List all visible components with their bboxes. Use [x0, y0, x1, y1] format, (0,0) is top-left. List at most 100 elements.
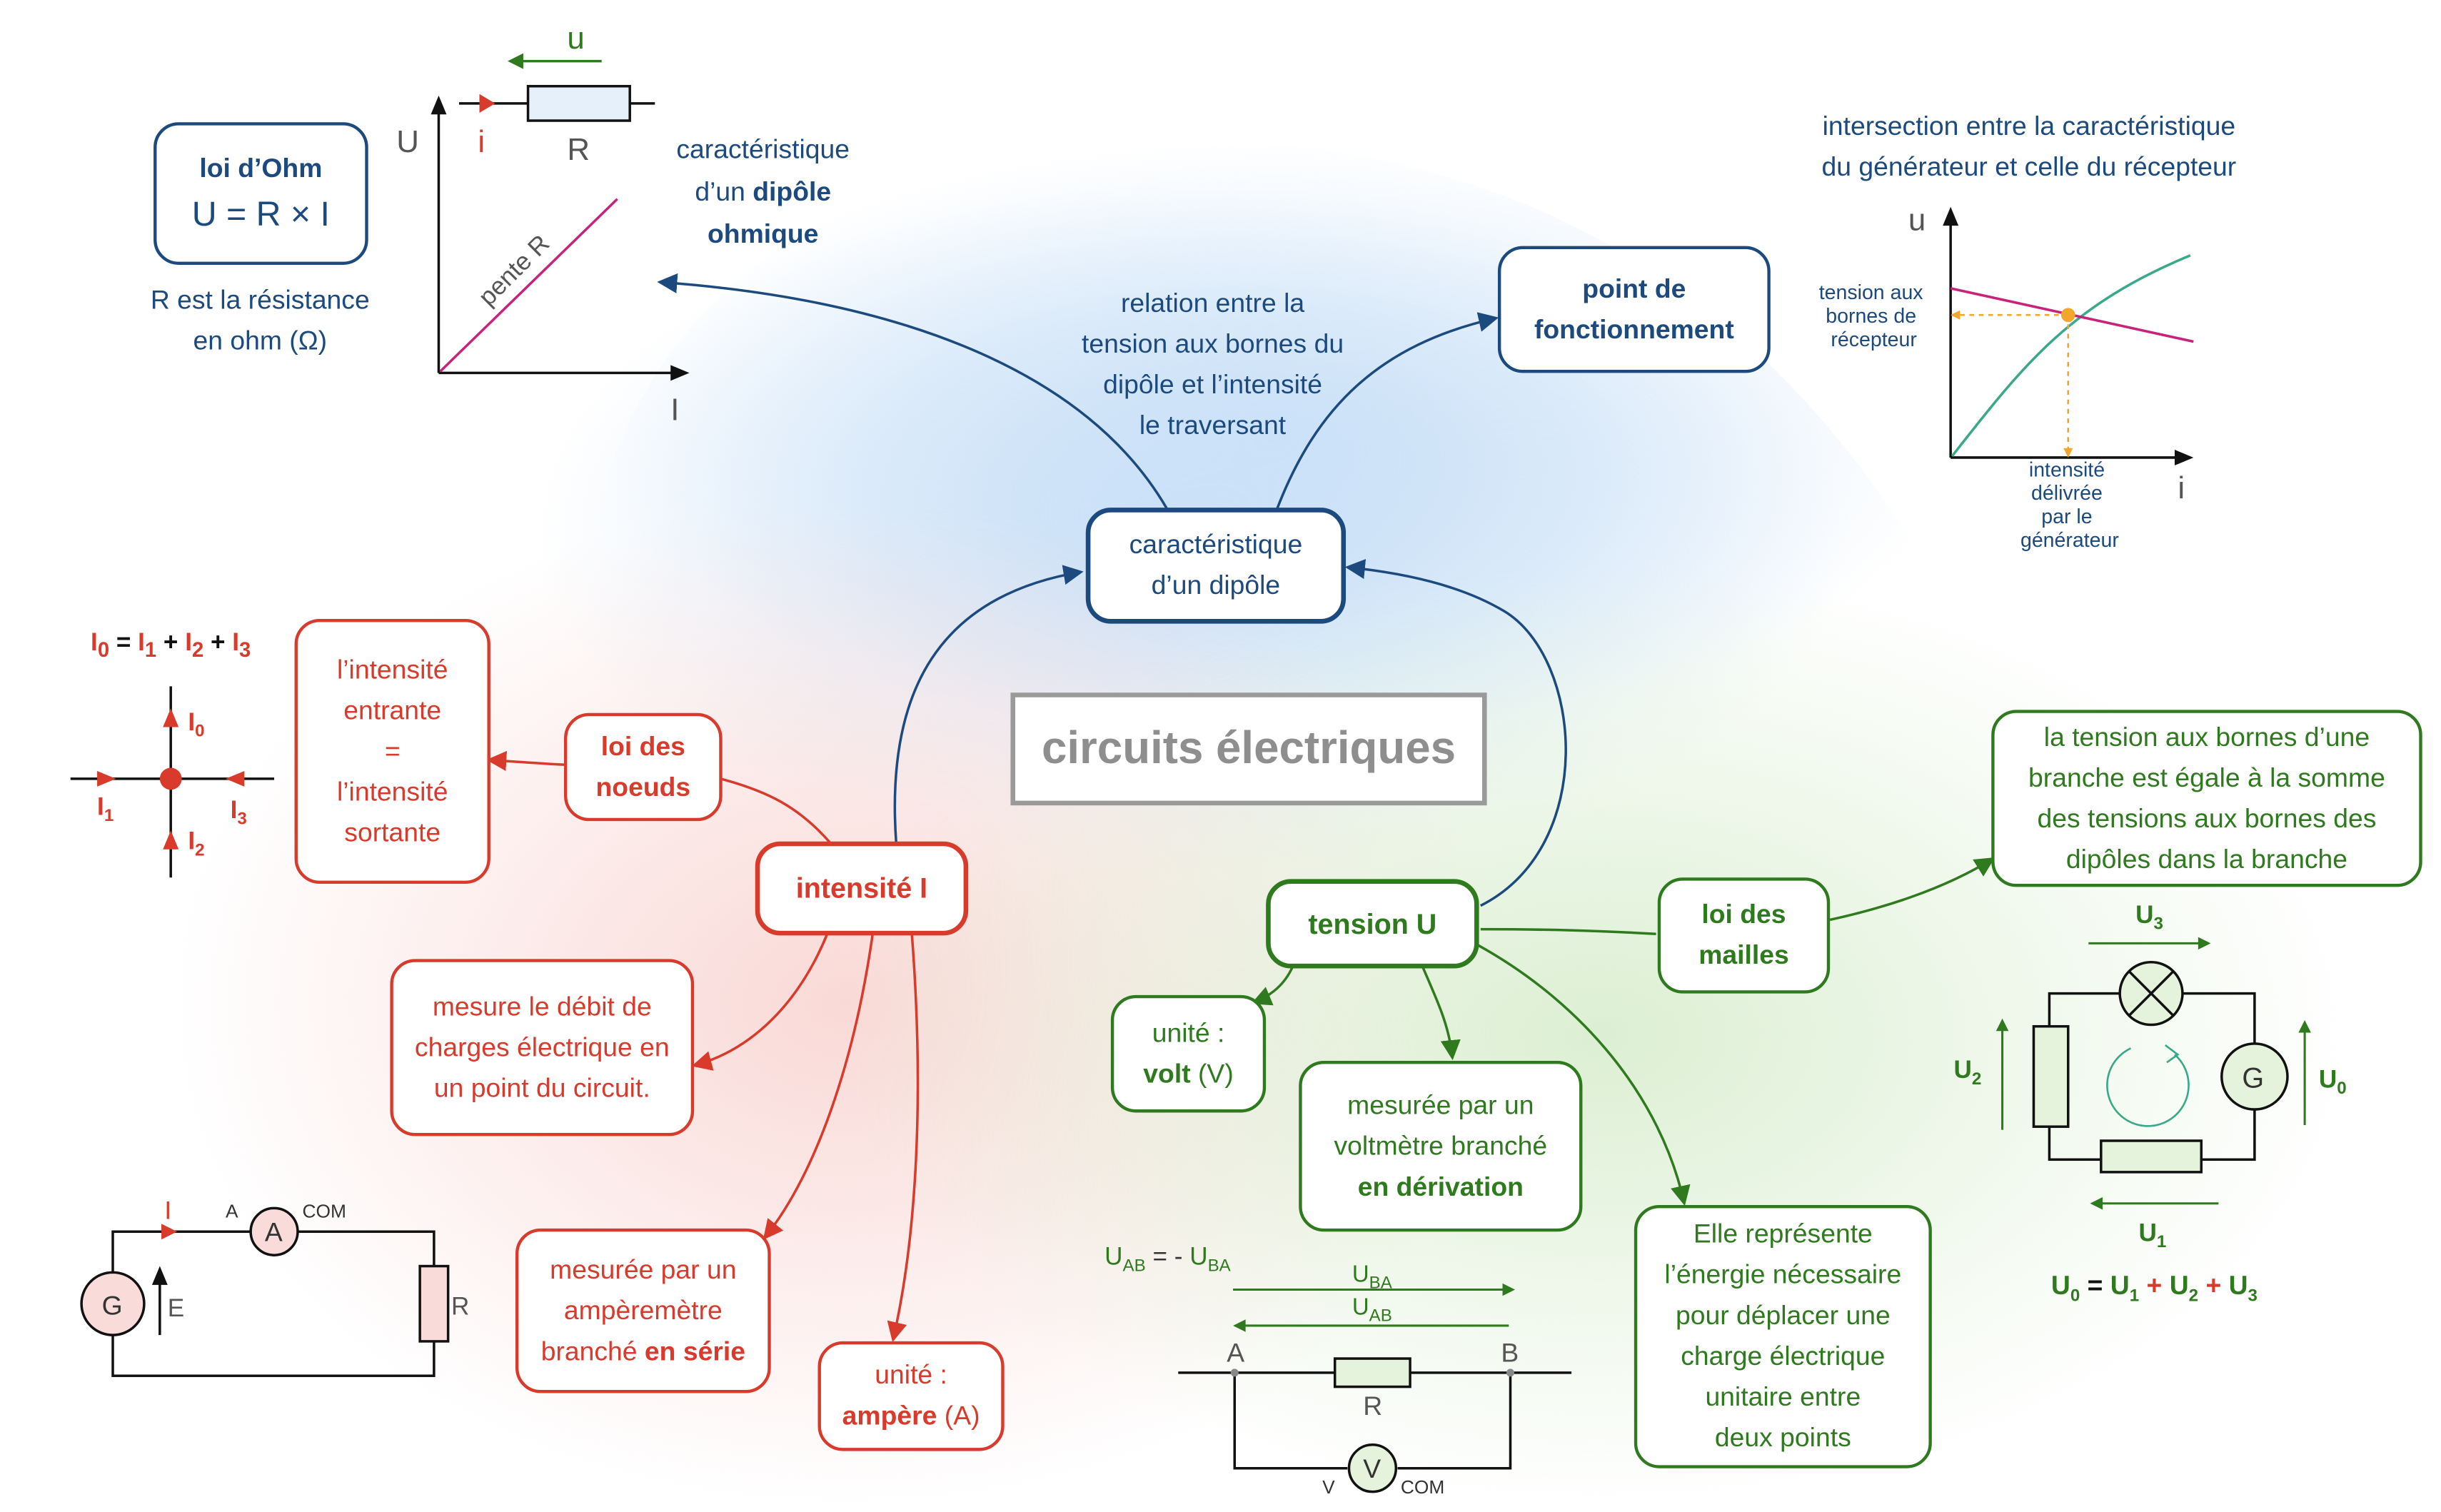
uba-arrow-head: [1502, 1283, 1516, 1296]
i2-arrow: [163, 830, 179, 850]
op-current-line-2: délivrée: [2031, 482, 2103, 505]
mesh-eq-plus-2: +: [2198, 1271, 2229, 1301]
mesh-circuit: U3 G U2 U0 U1: [1954, 901, 2347, 1251]
voltage-label: tension U: [1308, 908, 1437, 939]
energy-line-4: charge électrique: [1681, 1341, 1886, 1371]
uab-u1: U: [1104, 1244, 1123, 1271]
resistance-note: R est la résistance en ohm (Ω): [126, 281, 395, 362]
connector-voltage-to-voltmeter: [1421, 966, 1461, 1061]
mesh-law-node: loi des mailles: [1657, 877, 1831, 994]
op-voltage-label: tension aux bornes de récepteur: [1819, 281, 1929, 351]
voltmeter-line-1: mesurée par un: [1347, 1089, 1534, 1120]
i1-label: I1: [97, 792, 114, 825]
node-a-label: A: [1227, 1337, 1244, 1367]
ampere-unit-box: unité : ampère (A): [817, 1341, 1005, 1451]
ohmic-line-2-pre: d’un: [695, 177, 753, 207]
i0-arrow: [163, 708, 179, 727]
i1-arrow: [97, 770, 116, 787]
ohmic-line-3: ohmique: [707, 219, 819, 250]
ammeter-a-terminal: A: [226, 1201, 238, 1222]
resistance-note-line-2: en ohm (Ω): [193, 326, 328, 356]
u0-arrow-head: [2298, 1019, 2311, 1033]
ohmic-line-2: d’un dipôle: [650, 171, 876, 213]
node-rule-line-5: sortante: [344, 817, 441, 847]
ampere-unit-line-2: ampère (A): [842, 1396, 980, 1437]
eq-plus-2: +: [203, 630, 233, 657]
voltmeter-circuit: UBA UAB A B R V V COM: [1178, 1261, 1572, 1498]
mesh-eq-u2-sub: 2: [2188, 1286, 2199, 1306]
eq-i0-sub: 0: [97, 637, 110, 662]
node-diagram: I0 I1 I3 I2: [70, 686, 275, 878]
flow-line-1: mesure le débit de: [432, 991, 652, 1022]
generator-letter: G: [102, 1291, 123, 1321]
eq-plus-1: +: [156, 630, 186, 657]
voltage-label: u: [567, 21, 584, 56]
mesh-eq-u3-sub: 3: [2248, 1286, 2258, 1306]
current-arrow: [479, 94, 495, 114]
u3-arrow-head: [2198, 937, 2211, 950]
eq-i1-sub: 1: [144, 637, 157, 662]
uab-s2: BA: [1207, 1256, 1231, 1276]
op-voltage-line-1: tension aux: [1819, 281, 1923, 304]
energy-line-3: pour déplacer une: [1675, 1300, 1891, 1331]
flow-description-box: mesure le débit de charges électrique en…: [390, 959, 695, 1136]
op-current-line-4: générateur: [2020, 529, 2119, 552]
uab-equation: UAB = - UBA: [1104, 1238, 1292, 1286]
node-rule-line-4: l’intensité: [336, 776, 448, 807]
eq-equals: =: [109, 630, 139, 657]
uba-label: UBA: [1352, 1261, 1393, 1293]
energy-box: Elle représente l’énergie nécessaire pou…: [1634, 1204, 1932, 1468]
node-rule-line-1: l’intensité: [336, 654, 448, 685]
connector-intensity-to-dipole: [893, 565, 1084, 844]
volt-unit-bold: volt: [1143, 1058, 1191, 1089]
op-voltage-line-3: récepteur: [1831, 328, 1917, 351]
mesh-resistor-bottom: [2100, 1139, 2203, 1174]
node-law-line-1: loi des: [600, 730, 685, 761]
i3-arrow: [226, 770, 245, 787]
ampere-unit-line-1: unité :: [875, 1360, 947, 1390]
op-x-label: i: [2178, 470, 2185, 505]
ammeter-box: mesurée par un ampèremètre branché en sé…: [515, 1228, 771, 1393]
connector-meshlaw-to-rule: [1829, 857, 1995, 922]
mesh-generator-letter: G: [2242, 1062, 2264, 1094]
circuit-current-label: I: [164, 1197, 171, 1225]
mesh-resistor-left: [2032, 1024, 2070, 1128]
eq-i1: I: [138, 630, 145, 657]
mesh-eq-u0: U: [2050, 1271, 2070, 1301]
ohm-law-formula: U = R × I: [191, 193, 330, 233]
u1-label: U1: [2138, 1219, 2166, 1251]
operating-point-dot: [2060, 308, 2075, 323]
mesh-eq-plus-1: +: [2139, 1271, 2170, 1301]
vcircuit-resistor-label: R: [1363, 1391, 1382, 1421]
volt-unit-line-1: unité :: [1152, 1017, 1225, 1048]
circuit-resistor: [418, 1264, 450, 1343]
ohmic-dipole-caption: caractéristique d’un dipôle ohmique: [650, 128, 876, 256]
u2-label: U2: [1954, 1056, 1982, 1089]
voltmeter-line-3: en dérivation: [1357, 1171, 1524, 1201]
intensity-label: intensité I: [795, 872, 928, 904]
node-rule-line-3: =: [384, 735, 401, 766]
voltage-node: tension U: [1266, 879, 1479, 969]
resistor-symbol: [526, 84, 631, 122]
operating-point-line-2: fonctionnement: [1534, 314, 1734, 344]
uab-arrow-head: [1233, 1319, 1246, 1332]
mesh-rule-line-1: la tension aux bornes d’une: [2043, 721, 2370, 752]
u2-arrow-head: [1995, 1018, 2009, 1032]
dipole-characteristic-node: caractéristique d’un dipôle: [1085, 508, 1347, 624]
voltmeter-com-terminal: COM: [1401, 1476, 1444, 1498]
voltmeter-line-2: voltmètre branché: [1334, 1130, 1548, 1161]
voltage-arrow-head: [508, 53, 523, 69]
ammeter-line-3-bold: en série: [644, 1336, 745, 1366]
relation-description: relation entre la tension aux bornes du …: [1042, 283, 1383, 446]
generator-curve: [1951, 254, 2191, 457]
central-title: circuits électriques: [1010, 692, 1487, 806]
energy-line-1: Elle représente: [1693, 1219, 1873, 1249]
mesh-rule-line-4: dipôles dans la branche: [2065, 844, 2347, 874]
uab-u2: U: [1189, 1244, 1208, 1271]
mesh-law-line-1: loi des: [1701, 899, 1786, 929]
ammeter-line-3-pre: branché: [540, 1336, 645, 1366]
operating-point-node: point de fonctionnement: [1497, 246, 1771, 373]
node-b-label: B: [1501, 1337, 1519, 1367]
y-axis-label: U: [396, 124, 419, 159]
ammeter-line-3: branché en série: [541, 1331, 745, 1372]
